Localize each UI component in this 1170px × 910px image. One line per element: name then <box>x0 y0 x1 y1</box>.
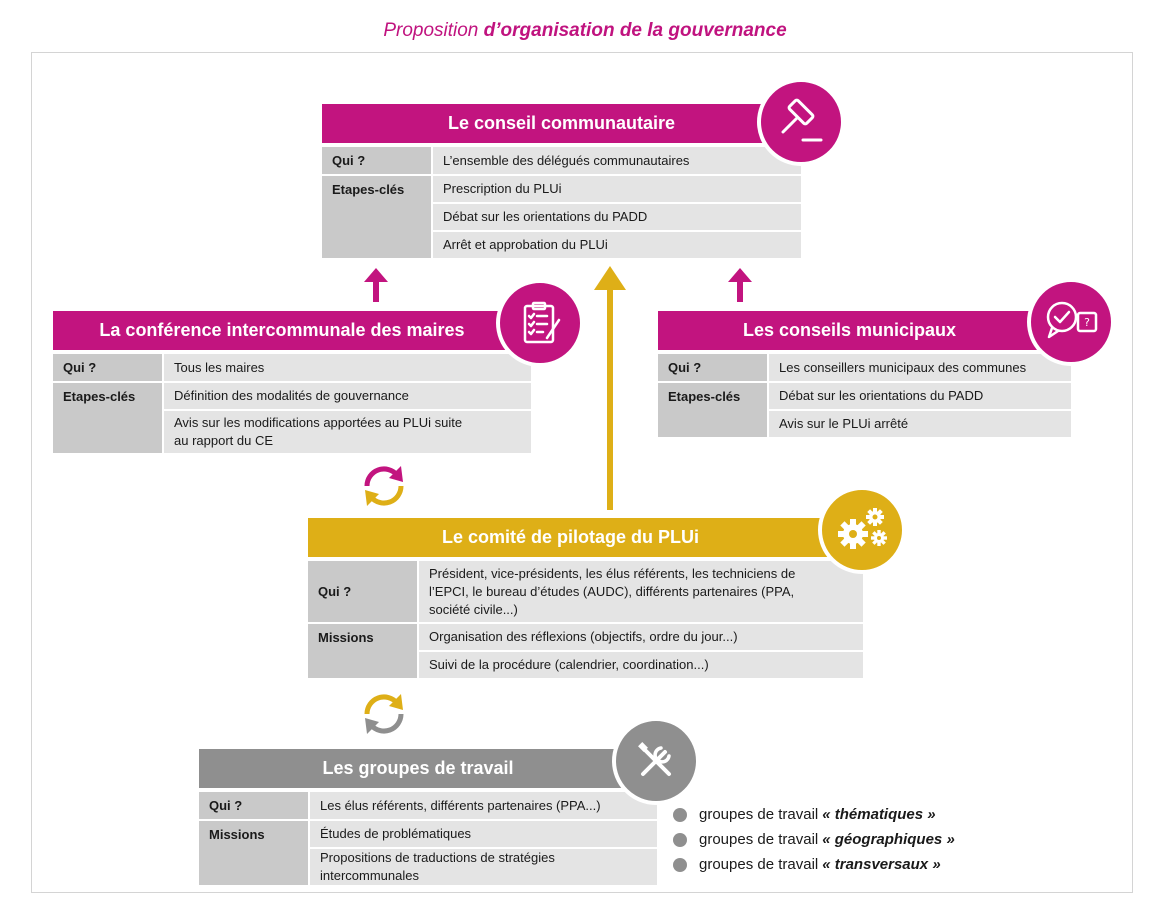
legend-text: groupes de travail <box>699 831 819 848</box>
legend-text: groupes de travail <box>699 806 819 823</box>
legend-bold: « géographiques » <box>822 831 955 848</box>
mission-item: Suivi de la procédure (calendrier, coord… <box>418 651 863 680</box>
tools-icon <box>612 717 700 805</box>
conseils-municipaux-block: Les conseils municipaux Qui ? Les consei… <box>658 311 1071 439</box>
etape-item: Débat sur les orientations du PADD <box>768 382 1071 411</box>
page-title-bold: d’organisation de la gouvernance <box>483 20 787 41</box>
comite-pilotage-block: Le comité de pilotage du PLUi Qui ? Prés… <box>308 518 863 680</box>
diagram-frame <box>31 52 1133 893</box>
qui-value: Tous les maires <box>163 354 531 383</box>
conference-maires-title: La conférence intercommunale des maires <box>53 311 531 350</box>
groupes-travail-table: Qui ? Les élus référents, différents par… <box>199 792 657 887</box>
etape-line: au rapport du CE <box>174 433 274 448</box>
qui-label: Qui ? <box>658 354 769 383</box>
svg-text:?: ? <box>1084 316 1090 329</box>
groupes-travail-block: Les groupes de travail Qui ? Les élus ré… <box>199 749 657 887</box>
gavel-icon <box>757 78 845 166</box>
legend-bullet <box>673 832 687 847</box>
chat-bubbles-icon: ? <box>1027 278 1115 366</box>
conseils-municipaux-title: Les conseils municipaux <box>658 311 1071 350</box>
legend-bullet <box>673 807 687 822</box>
etapes-label: Etapes-clés <box>658 382 769 439</box>
legend-item: groupes de travail « thématiques » <box>673 802 955 827</box>
arrow-up-central-icon <box>594 266 626 510</box>
legend-bullet <box>673 857 687 872</box>
arrow-up-left-icon <box>364 268 388 302</box>
etapes-label: Etapes-clés <box>53 382 164 455</box>
missions-label: Missions <box>308 623 419 680</box>
etapes-label: Etapes-clés <box>322 175 433 260</box>
comite-pilotage-title: Le comité de pilotage du PLUi <box>308 518 863 557</box>
page-title: Proposition d’organisation de la gouvern… <box>0 20 1170 42</box>
etape-item: Débat sur les orientations du PADD <box>432 203 801 232</box>
etape-line: Avis sur les modifications apportées au … <box>174 415 463 430</box>
etape-item-multiline: Avis sur les modifications apportées au … <box>163 410 531 455</box>
mission-item: Propositions de traductions de stratégie… <box>309 848 657 887</box>
qui-line: l’EPCI, le bureau d’études (AUDC), diffé… <box>429 583 795 599</box>
etape-item: Avis sur le PLUi arrêté <box>768 410 1071 439</box>
qui-label: Qui ? <box>53 354 164 383</box>
mission-item: Études de problématiques <box>309 820 657 849</box>
legend-bold: « thématiques » <box>822 806 936 823</box>
qui-value: Les élus référents, différents partenair… <box>309 792 657 821</box>
clipboard-checklist-icon <box>496 279 584 367</box>
missions-label: Missions <box>199 820 310 887</box>
gears-icon <box>818 486 906 574</box>
page-title-normal: Proposition <box>383 20 484 41</box>
groupes-travail-title: Les groupes de travail <box>199 749 657 788</box>
conseil-communautaire-title: Le conseil communautaire <box>322 104 801 143</box>
qui-line: Président, vice-présidents, les élus réf… <box>429 565 796 581</box>
groupes-legend: groupes de travail « thématiques » group… <box>673 802 955 877</box>
qui-value-multiline: Président, vice-présidents, les élus réf… <box>418 561 863 624</box>
legend-text: groupes de travail <box>699 856 819 873</box>
arrow-up-right-icon <box>728 268 752 302</box>
conference-maires-table: Qui ? Tous les maires Etapes-clés Défini… <box>53 354 531 455</box>
etape-item: Arrêt et approbation du PLUi <box>432 231 801 260</box>
cycle-arrows-icon-lower <box>364 694 404 734</box>
qui-value: Les conseillers municipaux des communes <box>768 354 1071 383</box>
comite-pilotage-table: Qui ? Président, vice-présidents, les él… <box>308 561 863 680</box>
conseils-municipaux-table: Qui ? Les conseillers municipaux des com… <box>658 354 1071 439</box>
conference-maires-block: La conférence intercommunale des maires … <box>53 311 531 455</box>
etape-item: Prescription du PLUi <box>432 175 801 204</box>
qui-label: Qui ? <box>308 561 419 624</box>
qui-value: L’ensemble des délégués communautaires <box>432 147 801 176</box>
cycle-arrows-icon-upper <box>364 466 404 506</box>
qui-label: Qui ? <box>199 792 310 821</box>
legend-bold: « transversaux » <box>822 856 941 873</box>
mission-item: Organisation des réflexions (objectifs, … <box>418 623 863 652</box>
etape-item: Définition des modalités de gouvernance <box>163 382 531 411</box>
qui-line: société civile...) <box>429 601 518 617</box>
qui-label: Qui ? <box>322 147 433 176</box>
legend-item: groupes de travail « transversaux » <box>673 852 955 877</box>
conseil-communautaire-table: Qui ? L’ensemble des délégués communauta… <box>322 147 801 260</box>
conseil-communautaire-block: Le conseil communautaire Qui ? L’ensembl… <box>322 104 801 260</box>
legend-item: groupes de travail « géographiques » <box>673 827 955 852</box>
